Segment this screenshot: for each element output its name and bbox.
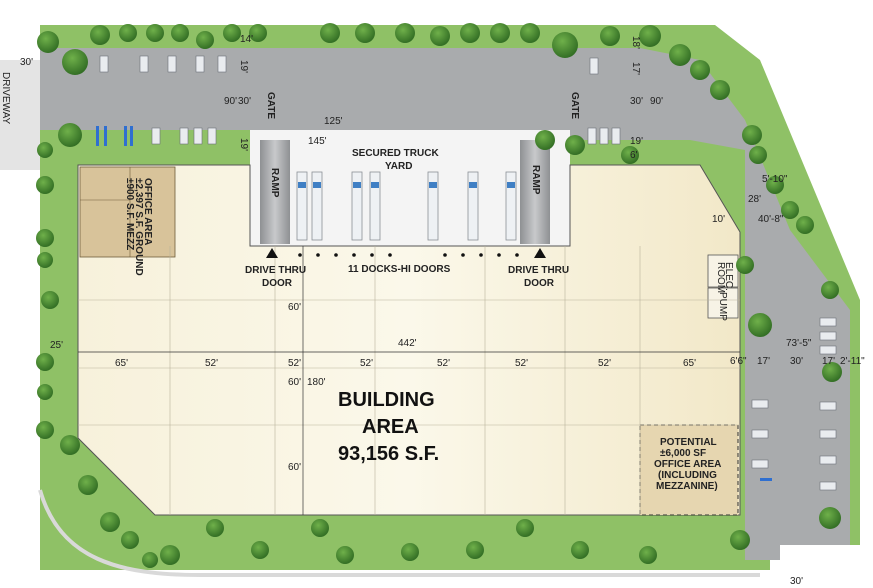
dim-17b: 17' xyxy=(822,356,835,367)
drive-thru-left-label-1: DRIVE THRU xyxy=(245,265,306,276)
dim-19b-left: 19' xyxy=(238,138,249,151)
dim-19: 19' xyxy=(238,60,249,73)
parking-cars xyxy=(99,55,837,491)
dim-28: 28' xyxy=(748,194,761,205)
office-area xyxy=(79,166,176,258)
dim-6-6: 6'6" xyxy=(730,356,747,367)
dim-90-right: 90' xyxy=(650,96,663,107)
office-label-2: ±2,397 S.F. GROUND xyxy=(133,178,144,276)
dim-125: 125' xyxy=(324,116,343,127)
trees xyxy=(36,23,842,568)
dim-90-left: 90' xyxy=(224,96,237,107)
bay-dimension-3: 52' xyxy=(288,358,301,369)
drive-thru-right-arrow-icon xyxy=(534,248,546,258)
bay-dimension-1: 65' xyxy=(115,358,128,369)
building-label-2: AREA xyxy=(362,416,419,438)
docks-label: 11 DOCKS-HI DOORS xyxy=(348,264,451,275)
dim-6-right: 6' xyxy=(630,150,638,161)
pump-room xyxy=(707,287,739,319)
drive-thru-left-arrow-icon xyxy=(266,248,278,258)
gate-left-label: GATE xyxy=(265,92,276,119)
dim-73-5: 73'-5" xyxy=(786,338,812,349)
dim-180: 180' xyxy=(307,377,326,388)
bay-dimension-7: 52' xyxy=(598,358,611,369)
drive-thru-right-label-1: DRIVE THRU xyxy=(508,265,569,276)
office-label-1: OFFICE AREA xyxy=(142,178,153,245)
bay-dimension-6: 52' xyxy=(515,358,528,369)
dim-25: 25' xyxy=(50,340,63,351)
bay-dimensions: 65' 52' 52' 52' 52' 52' 52' 65' xyxy=(115,358,696,369)
dim-5-10: 5'-10" xyxy=(762,174,788,185)
potential-label-4: (INCLUDING xyxy=(658,470,717,481)
dim-10: 10' xyxy=(712,214,725,225)
drive-thru-right-label-2: DOOR xyxy=(524,278,555,289)
bay-dimension-2: 52' xyxy=(205,358,218,369)
dim-30-left: 30' xyxy=(238,96,251,107)
dim-30-right: 30' xyxy=(630,96,643,107)
potential-label-1: POTENTIAL xyxy=(660,437,717,448)
dim-60-top: 60' xyxy=(288,302,301,313)
gate-right-label: GATE xyxy=(569,92,580,119)
dock-dots xyxy=(298,253,519,257)
office-label-3: ±900 S.F. MEZZ xyxy=(124,178,135,250)
dim-17-right: 17' xyxy=(630,62,641,75)
dim-19-right: 19' xyxy=(630,136,643,147)
elec-label-2: ROOM xyxy=(715,262,726,293)
dim-60-bot: 60' xyxy=(288,462,301,473)
ramp-left-label: RAMP xyxy=(269,168,280,198)
dim-145: 145' xyxy=(308,136,327,147)
column-grid xyxy=(78,246,740,515)
dim-30-east: 30' xyxy=(790,356,803,367)
yard-label-1: SECURED TRUCK xyxy=(352,148,439,159)
elec-room xyxy=(707,254,739,288)
bay-dimension-5: 52' xyxy=(437,358,450,369)
dim-60-mid: 60' xyxy=(288,377,301,388)
dim-30-driveway: 30' xyxy=(20,57,33,68)
dim-40-8: 40'-8" xyxy=(758,214,784,225)
yard-label-2: YARD xyxy=(385,161,412,172)
potential-label-3: OFFICE AREA xyxy=(654,459,721,470)
sidewalk xyxy=(38,489,760,577)
building-label-3: 93,156 S.F. xyxy=(338,443,439,465)
dim-18-right: 18' xyxy=(630,36,641,49)
bay-dimension-8: 65' xyxy=(683,358,696,369)
dim-17a: 17' xyxy=(757,356,770,367)
ramp-left-shape xyxy=(260,140,290,244)
trailers xyxy=(296,171,517,241)
driveway-strip xyxy=(0,60,40,170)
dim-30-bottom: 30' xyxy=(790,576,803,587)
dim-442: 442' xyxy=(398,338,417,349)
potential-label-5: MEZZANINE) xyxy=(656,481,718,492)
building-footprint xyxy=(77,164,741,516)
driveway-label: DRIVEWAY xyxy=(0,72,11,125)
ramp-right-label: RAMP xyxy=(530,165,541,195)
bay-dimension-4: 52' xyxy=(360,358,373,369)
dim-2-11: 2'-11" xyxy=(840,356,865,367)
pump-label: PUMP xyxy=(717,292,728,321)
ramp-right-shape xyxy=(520,140,550,244)
drive-thru-left-label-2: DOOR xyxy=(262,278,293,289)
dim-14: 14' xyxy=(240,34,253,45)
building-label-1: BUILDING xyxy=(338,389,435,411)
elec-label-1: ELEC. xyxy=(723,262,734,291)
potential-label-2: ±6,000 SF xyxy=(660,448,706,459)
